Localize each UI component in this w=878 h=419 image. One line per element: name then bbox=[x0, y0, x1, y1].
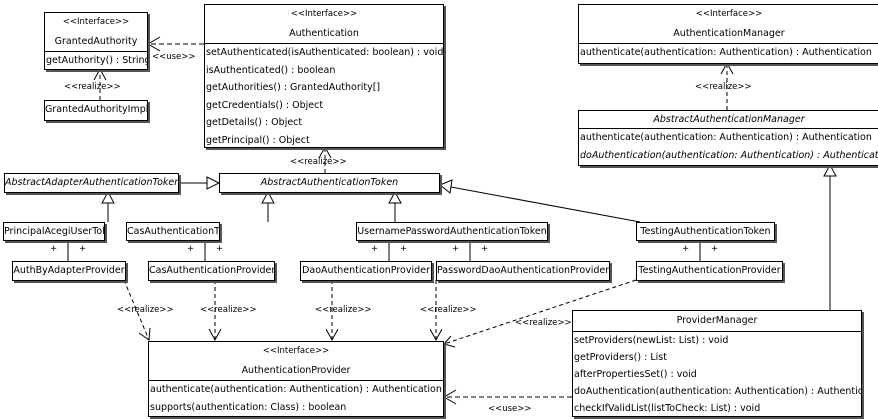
class-granted-authority-impl[interactable]: GrantedAuthorityImpl bbox=[44, 100, 148, 121]
class-name: AbstractAdapterAuthenticationToken bbox=[5, 177, 179, 188]
realize-label: <<realize>> bbox=[290, 157, 347, 167]
multiplicity: + bbox=[452, 244, 460, 254]
method: getAuthorities() : GrantedAuthority[] bbox=[206, 82, 381, 93]
stereotype: <<Interface>> bbox=[695, 9, 763, 19]
class-authentication-provider[interactable]: <<Interface>> AuthenticationProvider auth… bbox=[148, 341, 444, 417]
open-arrow-icon bbox=[429, 328, 443, 342]
method: getProviders() : List bbox=[574, 352, 667, 363]
use-label: <<use>> bbox=[152, 52, 196, 62]
class-testing-authentication-provider[interactable]: TestingAuthenticationProvider bbox=[636, 261, 783, 281]
open-arrow-icon bbox=[147, 36, 161, 52]
method: doAuthentication(authentication: Authent… bbox=[580, 149, 878, 161]
class-provider-manager[interactable]: ProviderManager setProviders(newList: Li… bbox=[572, 310, 862, 417]
stereotype: <<Interface>> bbox=[62, 17, 130, 27]
class-authentication-manager[interactable]: <<Interface>> AuthenticationManager authe… bbox=[578, 4, 878, 64]
multiplicity: + bbox=[682, 244, 690, 254]
realize-label: <<realize>> bbox=[64, 82, 121, 92]
method: getCredentials() : Object bbox=[206, 99, 324, 111]
method: doAuthentication(authentication: Authent… bbox=[574, 386, 862, 397]
class-granted-authority[interactable]: <<Interface>> GrantedAuthority getAuthori… bbox=[44, 12, 148, 70]
method: getAuthority() : String bbox=[46, 55, 148, 66]
class-name: DaoAuthenticationProvider bbox=[302, 265, 430, 276]
realize-label: <<realize>> bbox=[200, 305, 257, 315]
class-name: GrantedAuthorityImpl bbox=[45, 104, 148, 115]
class-username-password-authentication-token[interactable]: UsernamePasswordAuthenticationToken bbox=[356, 222, 548, 241]
multiplicity: + bbox=[481, 244, 489, 254]
class-authentication[interactable]: <<Interface>> Authentication setAuthentic… bbox=[204, 4, 444, 148]
open-arrow-icon bbox=[325, 328, 339, 342]
method: setAuthenticated(isAuthenticated: boolea… bbox=[206, 47, 444, 58]
hollow-triangle-icon bbox=[206, 176, 221, 190]
hollow-triangle-icon bbox=[823, 163, 837, 177]
multiplicity: + bbox=[371, 244, 379, 254]
realize-label: <<realize>> bbox=[420, 305, 477, 315]
open-arrow-icon bbox=[443, 389, 457, 405]
class-name: Authentication bbox=[289, 28, 359, 39]
open-arrow-icon bbox=[138, 327, 151, 341]
method: checkIfValidList(listToCheck: List) : vo… bbox=[574, 403, 761, 414]
hollow-triangle-icon bbox=[101, 190, 115, 204]
hollow-triangle-icon bbox=[439, 179, 453, 194]
class-name: AuthenticationProvider bbox=[241, 365, 351, 376]
realize-label: <<realize>> bbox=[515, 318, 572, 328]
class-name: TestingAuthenticationProvider bbox=[638, 265, 781, 276]
method: authenticate(authentication: Authenticat… bbox=[580, 132, 872, 143]
method: getDetails() : Object bbox=[206, 117, 303, 128]
class-name: AbstractAuthenticationToken bbox=[260, 177, 399, 188]
class-password-dao-authentication-provider[interactable]: PasswordDaoAuthenticationProvider bbox=[436, 261, 610, 281]
multiplicity: + bbox=[216, 244, 224, 254]
class-name: AuthByAdapterProvider bbox=[13, 265, 125, 276]
class-name: UsernamePasswordAuthenticationToken bbox=[357, 226, 547, 237]
method: setProviders(newList: List) : void bbox=[574, 335, 729, 346]
open-arrow-icon bbox=[443, 335, 456, 348]
stereotype: <<Interface>> bbox=[262, 346, 330, 356]
class-auth-by-adapter-provider[interactable]: AuthByAdapterProvider bbox=[12, 261, 126, 281]
multiplicity: + bbox=[50, 244, 58, 254]
hollow-triangle-icon bbox=[388, 190, 402, 204]
class-name: TestingAuthenticationToken bbox=[640, 226, 771, 237]
class-name: PrincipalAcegiUserToken bbox=[4, 226, 104, 237]
class-dao-authentication-provider[interactable]: DaoAuthenticationProvider bbox=[300, 261, 432, 281]
realize-label: <<realize>> bbox=[315, 305, 372, 315]
method: authenticate(authentication: Authenticat… bbox=[580, 47, 872, 58]
use-label: <<use>> bbox=[488, 404, 532, 414]
realize-label: <<realize>> bbox=[695, 82, 752, 92]
realize-line bbox=[443, 279, 637, 345]
class-name: AbstractAuthenticationManager bbox=[653, 114, 805, 125]
stereotype: <<Interface>> bbox=[290, 9, 358, 19]
open-arrow-icon bbox=[208, 328, 222, 342]
multiplicity: + bbox=[711, 244, 719, 254]
realize-line bbox=[123, 279, 150, 341]
class-name: GrantedAuthority bbox=[54, 36, 138, 47]
class-name: CasAuthenticationToken bbox=[127, 226, 219, 237]
multiplicity: + bbox=[187, 244, 195, 254]
class-abstract-authentication-manager[interactable]: AbstractAuthenticationManager authentica… bbox=[578, 110, 878, 166]
method: isAuthenticated() : boolean bbox=[206, 64, 336, 76]
class-cas-authentication-token[interactable]: CasAuthenticationToken bbox=[126, 222, 220, 241]
generalization-line bbox=[450, 186, 641, 223]
method: afterPropertiesSet() : void bbox=[574, 369, 697, 380]
class-abstract-authentication-token[interactable]: AbstractAuthenticationToken bbox=[219, 173, 440, 193]
method: authenticate(authentication: Authenticat… bbox=[150, 384, 442, 395]
multiplicity: + bbox=[400, 244, 408, 254]
method: getPrincipal() : Object bbox=[206, 134, 310, 146]
class-principal-acegi-user-token[interactable]: PrincipalAcegiUserToken bbox=[3, 222, 105, 241]
method: supports(authentication: Class) : boolea… bbox=[150, 401, 347, 413]
class-name: ProviderManager bbox=[676, 315, 758, 326]
class-cas-authentication-provider[interactable]: CasAuthenticationProvider bbox=[148, 261, 275, 281]
multiplicity: + bbox=[79, 244, 87, 254]
class-testing-authentication-token[interactable]: TestingAuthenticationToken bbox=[636, 222, 775, 241]
class-name: PasswordDaoAuthenticationProvider bbox=[437, 265, 610, 276]
class-name: CasAuthenticationProvider bbox=[149, 265, 275, 276]
hollow-triangle-icon bbox=[261, 190, 275, 204]
realize-label: <<realize>> bbox=[117, 305, 174, 315]
class-abstract-adapter-authentication-token[interactable]: AbstractAdapterAuthenticationToken bbox=[4, 173, 179, 193]
class-name: AuthenticationManager bbox=[673, 28, 785, 39]
